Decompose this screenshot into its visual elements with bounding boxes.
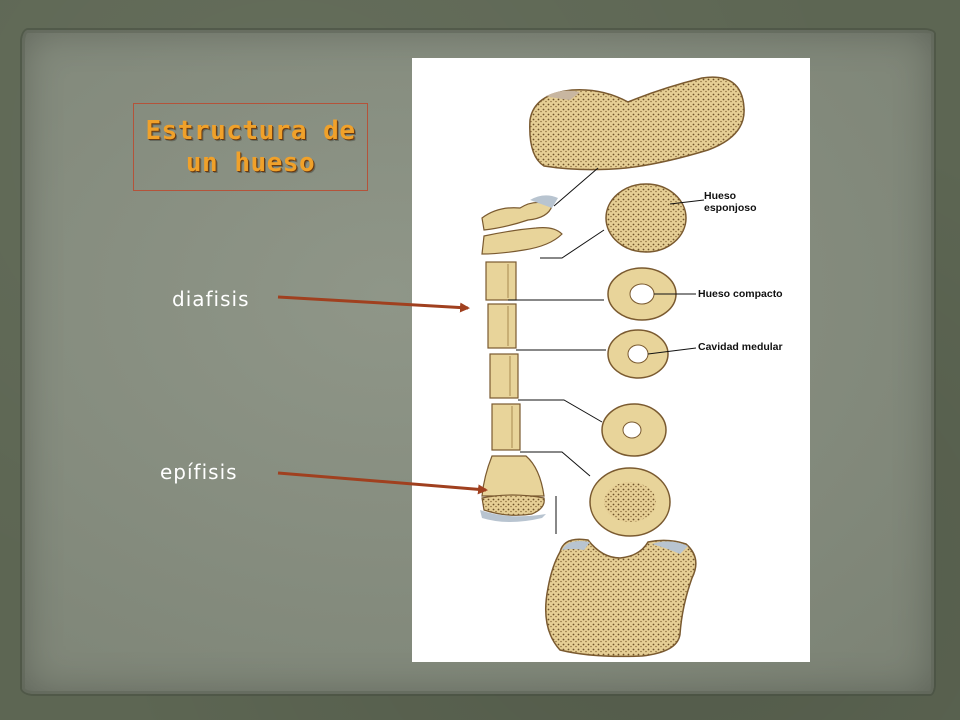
label-diafisis: diafisis (172, 287, 250, 311)
fragment-1 (481, 201, 553, 231)
shaft-segment-2 (487, 303, 517, 349)
title-box: Estructura de un hueso (133, 103, 368, 191)
section-compact-2-hole (627, 344, 649, 364)
callout-esponjoso-line2: esponjoso (704, 202, 757, 214)
distal-epiphysis-piece (481, 494, 545, 516)
section-distal-inner (604, 482, 656, 522)
distal-cartilage-left (562, 541, 590, 550)
distal-metaphysis (481, 455, 545, 497)
leader-2 (540, 229, 605, 259)
fragment-2-cap (530, 195, 558, 208)
callout-line-esponjoso (669, 199, 705, 205)
title-line-1: Estructura de (145, 116, 356, 146)
section-compact-1-hole (629, 283, 655, 305)
fragment-2 (481, 227, 563, 255)
callout-medular: Cavidad medular (698, 341, 783, 353)
section-compact-3-hole (622, 421, 642, 439)
proximal-head (529, 76, 745, 171)
shaft-segment-1 (485, 261, 517, 301)
leader-6 (520, 451, 591, 477)
section-spongy (605, 183, 687, 253)
title-line-2: un hueso (185, 148, 316, 178)
label-epifisis: epífisis (160, 460, 238, 484)
callout-line-medular (647, 347, 697, 355)
distal-cap (480, 510, 546, 522)
leader-5 (518, 399, 603, 423)
leader-1 (553, 167, 599, 207)
distal-epiphysis (545, 538, 697, 658)
bone-diagram (480, 76, 745, 658)
callout-esponjoso-line1: Hueso (704, 190, 737, 202)
shaft-segment-4 (491, 403, 521, 451)
callout-compacto: Hueso compacto (698, 288, 783, 300)
callout-esponjoso: Hueso esponjoso (704, 190, 757, 214)
proximal-head-shade (546, 90, 580, 100)
bone-figure: Hueso esponjoso Hueso compacto Cavidad m… (412, 58, 810, 662)
distal-cartilage-right (652, 541, 688, 554)
shaft-segment-3 (489, 353, 519, 399)
